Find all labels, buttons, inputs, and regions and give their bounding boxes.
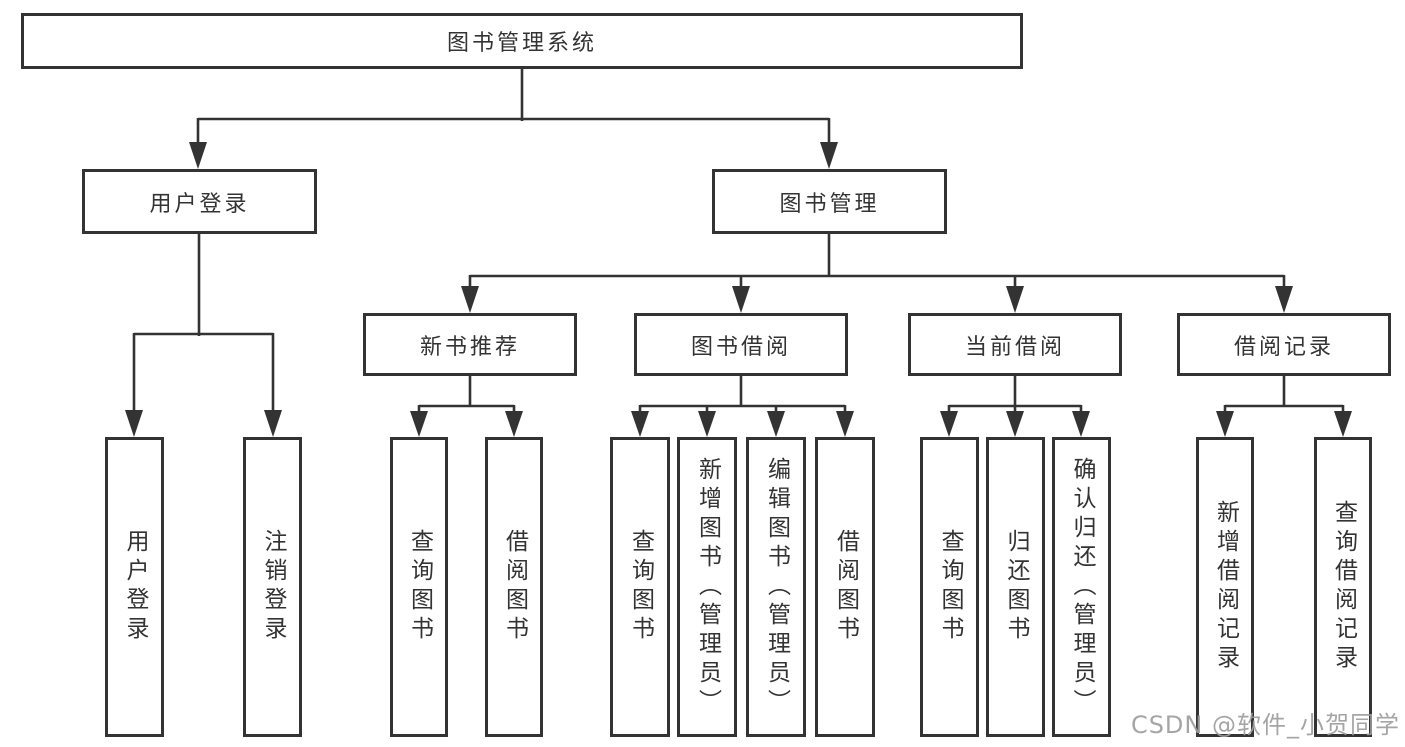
leaf-logout: 注销登录 [243, 437, 302, 737]
leaf-borrow-borrow-books: 借阅图书 [815, 437, 875, 737]
node-new-book-recommend-label: 新书推荐 [419, 334, 520, 360]
leaf-borrow-borrow-books-label: 借阅图书 [832, 529, 859, 645]
leaf-borrow-add-books-admin-label: 新增图书（管理员） [694, 456, 721, 718]
leaf-current-search-books-label: 查询图书 [937, 529, 963, 645]
leaf-user-login-label: 用户登录 [122, 529, 148, 645]
node-book-management: 图书管理 [712, 169, 947, 234]
node-borrow-records: 借阅记录 [1177, 313, 1391, 376]
leaf-current-return-books: 归还图书 [986, 437, 1045, 737]
csdn-watermark: CSDN @软件_小贺同学 [1130, 711, 1400, 739]
leaf-current-return-books-label: 归还图书 [1003, 529, 1029, 645]
leaf-borrow-search-books-label: 查询图书 [627, 529, 654, 645]
leaf-newbook-borrow-books: 借阅图书 [485, 437, 543, 737]
leaf-current-confirm-return-admin: 确认归还（管理员） [1052, 437, 1111, 737]
node-book-borrow-label: 图书借阅 [690, 334, 791, 360]
leaf-current-confirm-return-admin-label: 确认归还（管理员） [1069, 456, 1095, 718]
leaf-records-search-record: 查询借阅记录 [1314, 437, 1372, 737]
leaf-newbook-search-books-label: 查询图书 [406, 529, 433, 645]
node-user-login: 用户登录 [82, 169, 317, 234]
leaf-newbook-search-books: 查询图书 [390, 437, 448, 737]
leaf-borrow-search-books: 查询图书 [610, 437, 670, 737]
leaf-newbook-borrow-books-label: 借阅图书 [501, 529, 528, 645]
leaf-logout-label: 注销登录 [260, 529, 286, 645]
leaf-user-login: 用户登录 [105, 437, 164, 737]
leaf-current-search-books: 查询图书 [920, 437, 979, 737]
leaf-borrow-edit-books-admin-label: 编辑图书（管理员） [763, 456, 790, 718]
node-root-label: 图书管理系统 [446, 31, 597, 56]
node-current-borrow: 当前借阅 [908, 313, 1122, 376]
node-book-management-label: 图书管理 [779, 191, 880, 217]
leaf-records-add-record: 新增借阅记录 [1196, 437, 1254, 737]
leaf-borrow-add-books-admin: 新增图书（管理员） [677, 437, 737, 737]
node-book-borrow: 图书借阅 [634, 313, 848, 376]
node-new-book-recommend: 新书推荐 [363, 313, 577, 376]
node-root-system: 图书管理系统 [21, 13, 1023, 69]
leaf-records-search-record-label: 查询借阅记录 [1330, 500, 1357, 674]
node-user-login-label: 用户登录 [149, 191, 250, 217]
leaf-records-add-record-label: 新增借阅记录 [1212, 500, 1239, 674]
leaf-borrow-edit-books-admin: 编辑图书（管理员） [746, 437, 806, 737]
node-current-borrow-label: 当前借阅 [964, 334, 1065, 360]
node-borrow-records-label: 借阅记录 [1233, 334, 1334, 360]
